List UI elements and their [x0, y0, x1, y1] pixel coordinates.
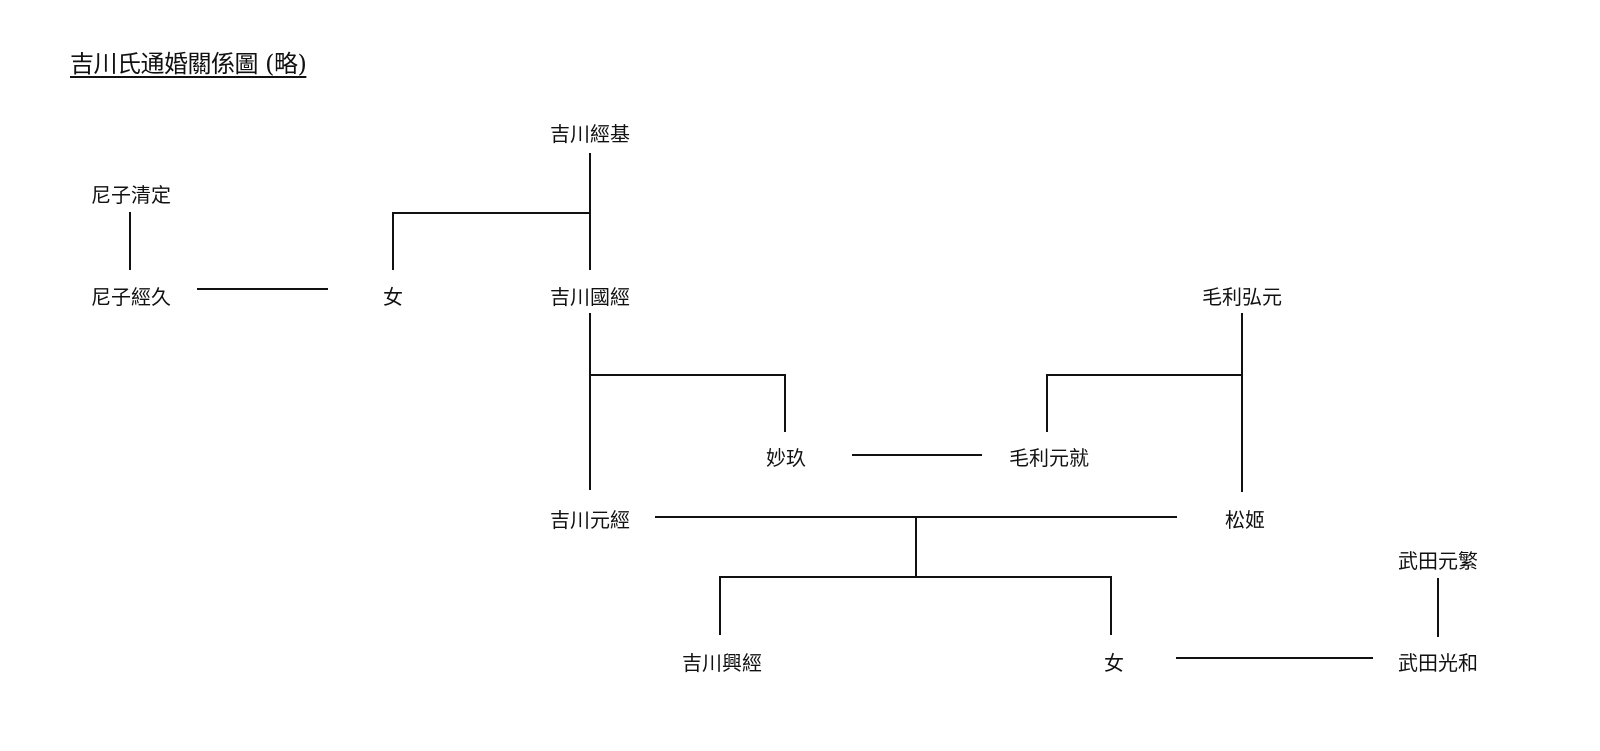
person-myokyu: 妙玖	[766, 446, 806, 470]
person-onna-2: 女	[1104, 651, 1124, 675]
person-takeda-motoshige: 武田元繁	[1398, 549, 1478, 573]
line-children-bar	[719, 576, 1112, 635]
person-ama-tsunehisa: 尼子經久	[91, 285, 171, 309]
person-ama-kiyosada: 尼子清定	[91, 183, 171, 207]
diagram-title: 吉川氏通婚關係圖 (略)	[70, 50, 307, 78]
person-kikkawa-okitsune: 吉川興經	[682, 651, 762, 675]
person-takeda-mitsukazu: 武田光和	[1398, 651, 1478, 675]
person-onna-1: 女	[383, 285, 403, 309]
line-kunitsune-to-myokyu	[590, 374, 786, 432]
person-mori-motonari: 毛利元就	[1009, 446, 1089, 470]
person-matsuhime: 松姬	[1225, 508, 1265, 532]
person-kikkawa-tsunemoto: 吉川經基	[550, 122, 630, 146]
person-mori-hiromoto: 毛利弘元	[1202, 285, 1282, 309]
line-tsunemoto-to-onna	[392, 212, 590, 270]
person-kikkawa-kunitsune: 吉川國經	[550, 285, 630, 309]
person-kikkawa-mototsune: 吉川元經	[550, 508, 630, 532]
line-hiromoto-to-motonari	[1046, 374, 1242, 432]
